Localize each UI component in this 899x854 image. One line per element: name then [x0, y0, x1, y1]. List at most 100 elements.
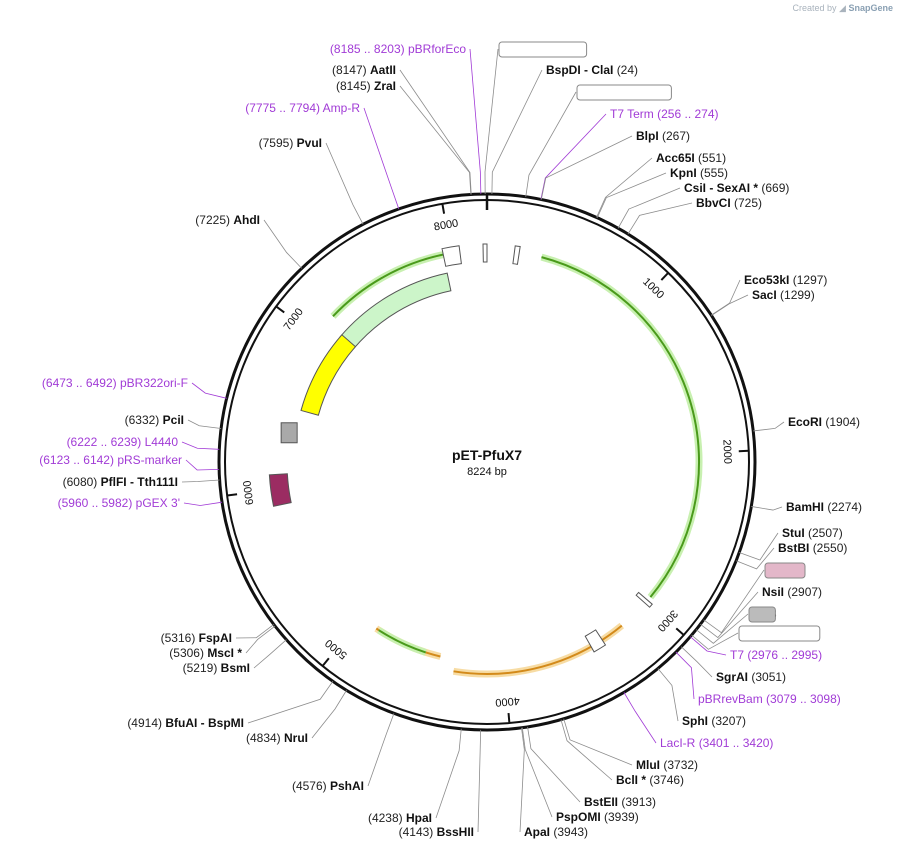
label-part: pBRrevBam — [698, 692, 763, 706]
label-part: Amp-R — [323, 101, 361, 115]
site-label: (7225) AhdI — [195, 213, 260, 227]
credit-prefix: Created by — [792, 3, 837, 13]
site-label: BbvCI (725) — [696, 196, 762, 210]
ruler-tick — [507, 712, 511, 724]
site-label: KpnI (555) — [670, 166, 728, 180]
label-leader — [695, 613, 749, 644]
label-part: BamHI — [786, 500, 824, 514]
label-leader — [700, 591, 759, 639]
boxed-label-frame — [576, 84, 672, 101]
label-part: Acc65I — [656, 151, 695, 165]
label-leader — [596, 157, 653, 218]
label-part: (24) — [617, 63, 638, 77]
label-part: (3943) — [553, 825, 588, 839]
label-leader — [751, 506, 783, 511]
label-part: (2907) — [787, 585, 822, 599]
label-part: MscI * — [207, 646, 242, 660]
label-part: BclI * — [616, 773, 646, 787]
label-leader — [399, 69, 472, 195]
label-part: (256 .. 274) — [657, 107, 718, 121]
ruler-tick — [227, 493, 238, 497]
label-part: (3746) — [649, 773, 684, 787]
label-leader — [491, 69, 543, 195]
site-label: T7 (2976 .. 2995) — [730, 648, 822, 662]
feature-arc — [541, 256, 701, 598]
site-label: (6222 .. 6239) L4440 — [67, 435, 179, 449]
site-label: (5960 .. 5982) pGEX 3' — [58, 496, 180, 510]
label-part: (1297) — [793, 273, 828, 287]
site-label: BstBI (2550) — [778, 541, 847, 555]
label-leader — [187, 419, 222, 429]
label-part: (3913) — [621, 795, 656, 809]
site-label: (4834) NruI — [246, 731, 308, 745]
label-leader — [311, 690, 347, 739]
label-part: (7595) — [259, 136, 294, 150]
label-leader — [325, 142, 364, 225]
feature-glyph — [441, 245, 462, 267]
label-leader — [191, 382, 227, 399]
label-part: pBR322ori-F — [120, 376, 188, 390]
boxed-label-frame — [498, 41, 588, 58]
feature-arcs — [330, 250, 703, 678]
ruler-label: 6000 — [241, 480, 256, 506]
label-leader — [691, 632, 739, 650]
site-label: T7 Term (256 .. 274) — [610, 107, 719, 121]
site-label: (8145) ZraI — [336, 79, 396, 93]
label-leader — [753, 421, 785, 432]
label-part: (4238) — [368, 811, 403, 825]
site-label: (7595) PvuI — [259, 136, 322, 150]
label-part: (2274) — [827, 500, 862, 514]
label-part: BssHII — [437, 825, 474, 839]
site-label: (6080) PflFI - Tth111I — [63, 475, 178, 489]
features — [268, 243, 653, 653]
site-label: SgrAI (3051) — [716, 670, 786, 684]
label-leader — [367, 713, 395, 787]
label-leader — [710, 279, 741, 316]
site-label: (4576) PshAI — [292, 779, 364, 793]
label-leader — [525, 91, 577, 197]
label-leader — [247, 681, 334, 724]
boxed-label-frame — [748, 606, 776, 623]
label-part: BsmI — [221, 661, 250, 675]
label-part: (2507) — [808, 526, 843, 540]
site-label: LacI-R (3401 .. 3420) — [660, 736, 773, 750]
feature-arc — [453, 624, 623, 675]
label-leader — [181, 479, 220, 483]
label-leader — [657, 668, 679, 722]
ruler-label: 8000 — [433, 217, 459, 233]
site-label: SphI (3207) — [682, 714, 746, 728]
label-leader — [477, 729, 482, 833]
label-part: (6080) — [63, 475, 98, 489]
label-part: KpnI — [670, 166, 697, 180]
label-part: (4834) — [246, 731, 281, 745]
label-part: (8147) — [332, 63, 367, 77]
label-leader — [735, 547, 775, 570]
label-lines — [181, 48, 785, 833]
site-label: SacI (1299) — [752, 288, 815, 302]
ruler-tick — [275, 305, 285, 314]
label-part: (555) — [700, 166, 728, 180]
site-label: (8185 .. 8203) pBRforEco — [330, 42, 466, 56]
label-part: PciI — [163, 413, 184, 427]
label-part: (4576) — [292, 779, 327, 793]
feature-glyph — [300, 334, 357, 416]
label-part: (5960 .. 5982) — [58, 496, 133, 510]
ruler-tick — [660, 272, 669, 281]
boxed-label-frame — [738, 625, 821, 642]
plasmid-center: pET-PfuX7 8224 bp — [452, 447, 522, 478]
label-part: (5219) — [183, 661, 218, 675]
label-leader — [680, 646, 713, 678]
label-part: (3732) — [663, 758, 698, 772]
label-leader — [484, 48, 499, 195]
label-leader — [399, 85, 472, 195]
label-leader — [617, 187, 681, 229]
feature-glyph — [635, 591, 653, 608]
site-label: Acc65I (551) — [656, 151, 726, 165]
ruler-tick — [321, 657, 330, 667]
label-leader — [563, 718, 633, 766]
boxed-label-frame — [764, 562, 806, 579]
label-leader — [183, 501, 223, 506]
site-label: BclI * (3746) — [616, 773, 684, 787]
label-leader — [596, 172, 667, 218]
site-label: MluI (3732) — [636, 758, 698, 772]
